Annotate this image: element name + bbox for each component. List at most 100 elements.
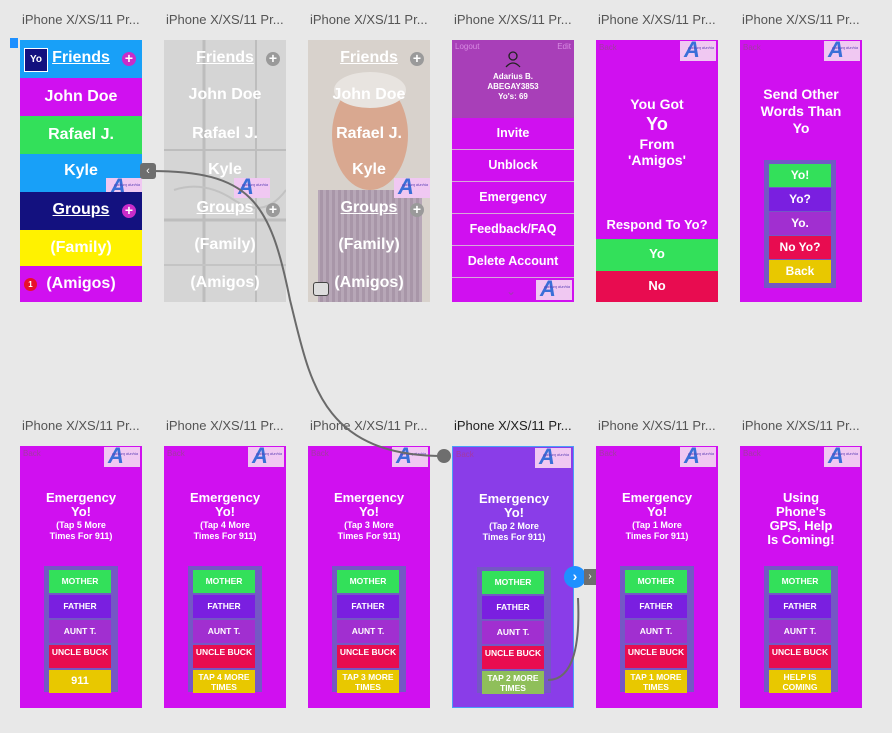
friend-john[interactable]: John Doe: [188, 86, 262, 103]
contact-father[interactable]: FATHER: [337, 595, 399, 618]
group-family[interactable]: (Family): [194, 236, 256, 253]
contact-uncle[interactable]: UNCLE BUCK: [769, 645, 831, 668]
emergency-button[interactable]: Emergency: [452, 182, 574, 214]
contact-mother[interactable]: MOTHER: [482, 571, 544, 594]
contact-aunt[interactable]: AUNT T.: [337, 620, 399, 643]
add-group-icon[interactable]: +: [266, 202, 280, 217]
add-friend-icon[interactable]: +: [122, 51, 136, 66]
respond-yo-button[interactable]: Yo: [596, 239, 718, 271]
group-amigos[interactable]: (Amigos): [190, 274, 260, 291]
add-friend-icon[interactable]: +: [266, 51, 280, 66]
contact-uncle[interactable]: UNCLE BUCK: [193, 645, 255, 668]
friends-label[interactable]: Friends: [52, 49, 110, 66]
add-group-icon[interactable]: +: [410, 202, 424, 217]
group-family[interactable]: (Family): [338, 236, 400, 253]
back-link[interactable]: Back: [599, 449, 617, 458]
contact-aunt[interactable]: AUNT T.: [482, 621, 544, 644]
call-911-button[interactable]: 911: [49, 670, 111, 693]
invite-button[interactable]: Invite: [452, 118, 574, 150]
friends-header[interactable]: Yo Friends +: [20, 40, 142, 78]
group-amigos[interactable]: (Amigos): [20, 266, 142, 302]
contact-uncle[interactable]: UNCLE BUCK: [49, 645, 111, 668]
connector-arrow-icon[interactable]: ‹: [140, 163, 156, 179]
contact-mother[interactable]: MOTHER: [49, 570, 111, 593]
friend-rafael[interactable]: Rafael J.: [192, 125, 258, 142]
back-link[interactable]: Back: [599, 43, 617, 52]
word-yo-period[interactable]: Yo.: [769, 212, 831, 235]
camera-icon[interactable]: [313, 282, 329, 296]
artboard-label[interactable]: iPhone X/XS/11 Pr...: [310, 12, 428, 27]
artboard-label[interactable]: iPhone X/XS/11 Pr...: [22, 12, 140, 27]
friend-rafael[interactable]: Rafael J.: [336, 125, 402, 142]
friend-john[interactable]: John Doe: [332, 86, 406, 103]
artboard-label[interactable]: iPhone X/XS/11 Pr...: [598, 12, 716, 27]
friends-label[interactable]: Friends: [340, 49, 398, 66]
groups-label[interactable]: Groups: [52, 201, 110, 218]
add-group-icon[interactable]: +: [122, 203, 136, 218]
respond-no-button[interactable]: No: [596, 271, 718, 302]
artboard-label[interactable]: iPhone X/XS/11 Pr...: [22, 418, 140, 433]
add-friend-icon[interactable]: +: [410, 51, 424, 66]
contact-aunt[interactable]: AUNT T.: [49, 620, 111, 643]
word-no-yo[interactable]: No Yo?: [769, 236, 831, 259]
contact-father[interactable]: FATHER: [193, 595, 255, 618]
contact-uncle[interactable]: UNCLE BUCK: [337, 645, 399, 668]
friend-kyle[interactable]: Kyle: [208, 161, 242, 178]
tap-remaining-button[interactable]: TAP 4 MORE TIMES: [193, 670, 255, 693]
back-link[interactable]: Back: [167, 449, 185, 458]
back-link[interactable]: Back: [456, 450, 474, 459]
contact-mother[interactable]: MOTHER: [337, 570, 399, 593]
artboard-label[interactable]: iPhone X/XS/11 Pr...: [166, 418, 284, 433]
chevron-down-icon[interactable]: ⌄: [506, 284, 517, 298]
artboard-label[interactable]: iPhone X/XS/11 Pr...: [598, 418, 716, 433]
group-family[interactable]: (Family): [20, 230, 142, 266]
connector-handle[interactable]: [437, 449, 451, 463]
artboard-label[interactable]: iPhone X/XS/11 Pr...: [742, 12, 860, 27]
contact-father[interactable]: FATHER: [625, 595, 687, 618]
back-link[interactable]: Back: [743, 43, 761, 52]
back-link[interactable]: Back: [743, 449, 761, 458]
word-back[interactable]: Back: [769, 260, 831, 283]
word-yo-question[interactable]: Yo?: [769, 188, 831, 211]
delete-account-button[interactable]: Delete Account: [452, 246, 574, 278]
artboard-account[interactable]: Logout Edit Adarius B. ABEGAY3853 Yo's: …: [452, 40, 574, 302]
logout-link[interactable]: Logout: [455, 42, 480, 51]
edit-link[interactable]: Edit: [557, 42, 571, 51]
friends-label[interactable]: Friends: [196, 49, 254, 66]
friend-rafael[interactable]: Rafael J.: [20, 116, 142, 154]
contact-mother[interactable]: MOTHER: [625, 570, 687, 593]
tap-remaining-button[interactable]: TAP 1 MORE TIMES: [625, 670, 687, 693]
artboard-label[interactable]: iPhone X/XS/11 Pr...: [454, 12, 572, 27]
artboard-label[interactable]: iPhone X/XS/11 Pr...: [310, 418, 428, 433]
contact-father[interactable]: FATHER: [482, 596, 544, 619]
contact-aunt[interactable]: AUNT T.: [193, 620, 255, 643]
contact-uncle[interactable]: UNCLE BUCK: [625, 645, 687, 668]
artboard-label[interactable]: iPhone X/XS/11 Pr...: [742, 418, 860, 433]
back-link[interactable]: Back: [23, 449, 41, 458]
feedback-button[interactable]: Feedback/FAQ: [452, 214, 574, 246]
tap-remaining-button[interactable]: TAP 2 MORE TIMES: [482, 671, 544, 694]
back-link[interactable]: Back: [311, 449, 329, 458]
tap-remaining-button[interactable]: TAP 3 MORE TIMES: [337, 670, 399, 693]
friend-john[interactable]: John Doe: [20, 78, 142, 116]
chevron-right-icon[interactable]: ›: [584, 569, 596, 585]
word-yo-excl[interactable]: Yo!: [769, 164, 831, 187]
contact-aunt[interactable]: AUNT T.: [769, 620, 831, 643]
add-link-icon[interactable]: ›: [564, 566, 586, 588]
contact-mother[interactable]: MOTHER: [769, 570, 831, 593]
contact-aunt[interactable]: AUNT T.: [625, 620, 687, 643]
unblock-button[interactable]: Unblock: [452, 150, 574, 182]
artboard-label-selected[interactable]: iPhone X/XS/11 Pr...: [454, 418, 572, 433]
contact-uncle[interactable]: UNCLE BUCK: [482, 646, 544, 669]
artboard-label[interactable]: iPhone X/XS/11 Pr...: [166, 12, 284, 27]
